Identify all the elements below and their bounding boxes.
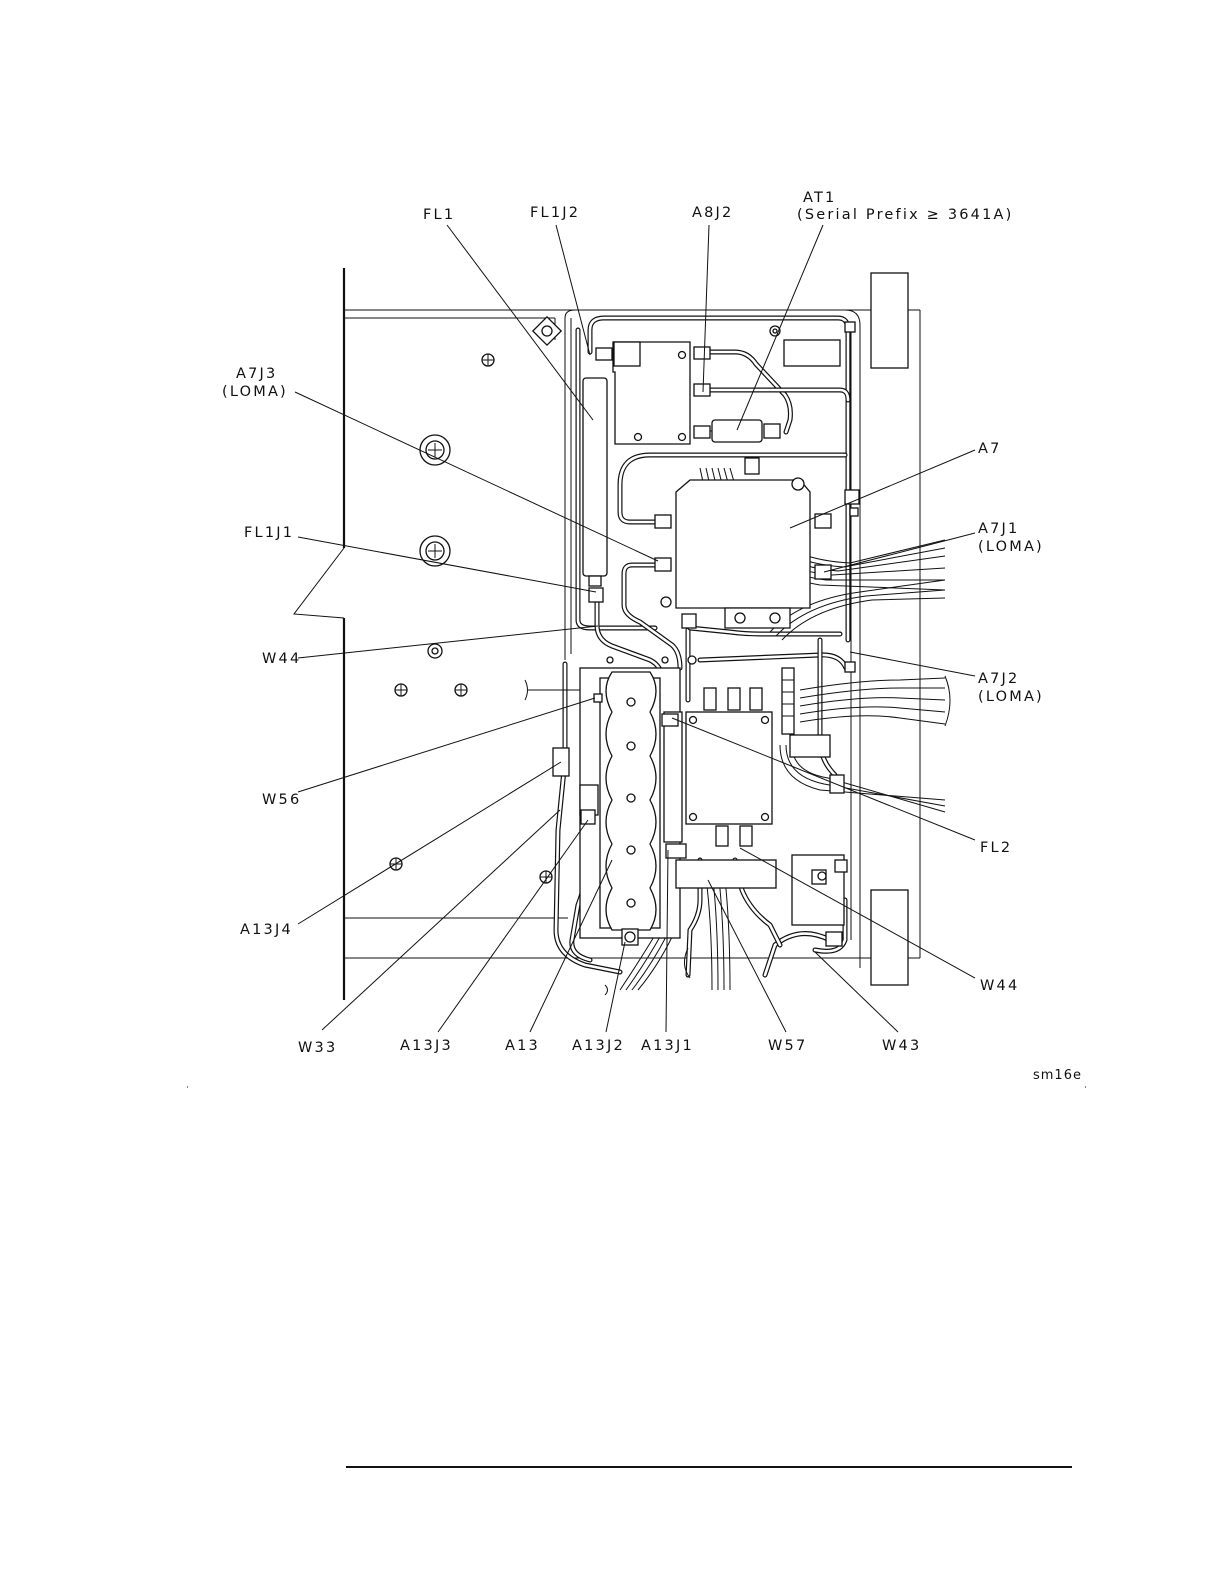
label-a13: A13 (505, 1038, 540, 1054)
label-a7j3-note: (LOMA) (222, 384, 288, 400)
screw-icon (482, 354, 494, 366)
label-fl1: FL1 (423, 207, 455, 223)
label-fl1j2: FL1J2 (530, 205, 580, 221)
label-w44-right: W44 (980, 978, 1019, 994)
label-w33: W33 (298, 1040, 337, 1056)
grommet-icon (420, 435, 450, 465)
callout-labels: FL1 FL1J2 A8J2 AT1 (Serial Prefix ≥ 3641… (222, 190, 1082, 1083)
label-w43: W43 (882, 1038, 921, 1054)
mounting-tab-top (871, 273, 908, 368)
screw-icon (455, 684, 467, 696)
label-a13j4: A13J4 (240, 922, 293, 938)
label-at1: AT1 (803, 190, 836, 206)
label-a7: A7 (978, 441, 1002, 457)
label-a7j1: A7J1 (978, 521, 1019, 537)
label-fl1j1: FL1J1 (244, 525, 294, 541)
component-at1 (710, 420, 780, 442)
screw-icon (395, 684, 407, 696)
component-fl2 (686, 668, 794, 846)
grommet-icon (420, 536, 450, 566)
label-a13j1: A13J1 (641, 1038, 694, 1054)
label-w56: W56 (262, 792, 301, 808)
component-a13 (580, 657, 686, 945)
corner-screw-icon (533, 317, 561, 345)
label-a13j2: A13J2 (572, 1038, 625, 1054)
washer-icon (428, 644, 442, 658)
footer-rule (187, 1087, 1086, 1467)
label-a7j2-note: (LOMA) (978, 689, 1044, 705)
label-a7j2: A7J2 (978, 671, 1019, 687)
figure-id: sm16e (1033, 1068, 1082, 1083)
label-a8j2: A8J2 (692, 205, 733, 221)
label-w44-left: W44 (262, 651, 301, 667)
label-a7j1-note: (LOMA) (978, 539, 1044, 555)
label-at1-note: (Serial Prefix ≥ 3641A) (797, 207, 1014, 223)
label-a7j3: A7J3 (236, 366, 277, 382)
label-w57: W57 (768, 1038, 807, 1054)
component-a8 (596, 342, 710, 444)
label-a13j3: A13J3 (400, 1038, 453, 1054)
label-fl2: FL2 (980, 840, 1012, 856)
